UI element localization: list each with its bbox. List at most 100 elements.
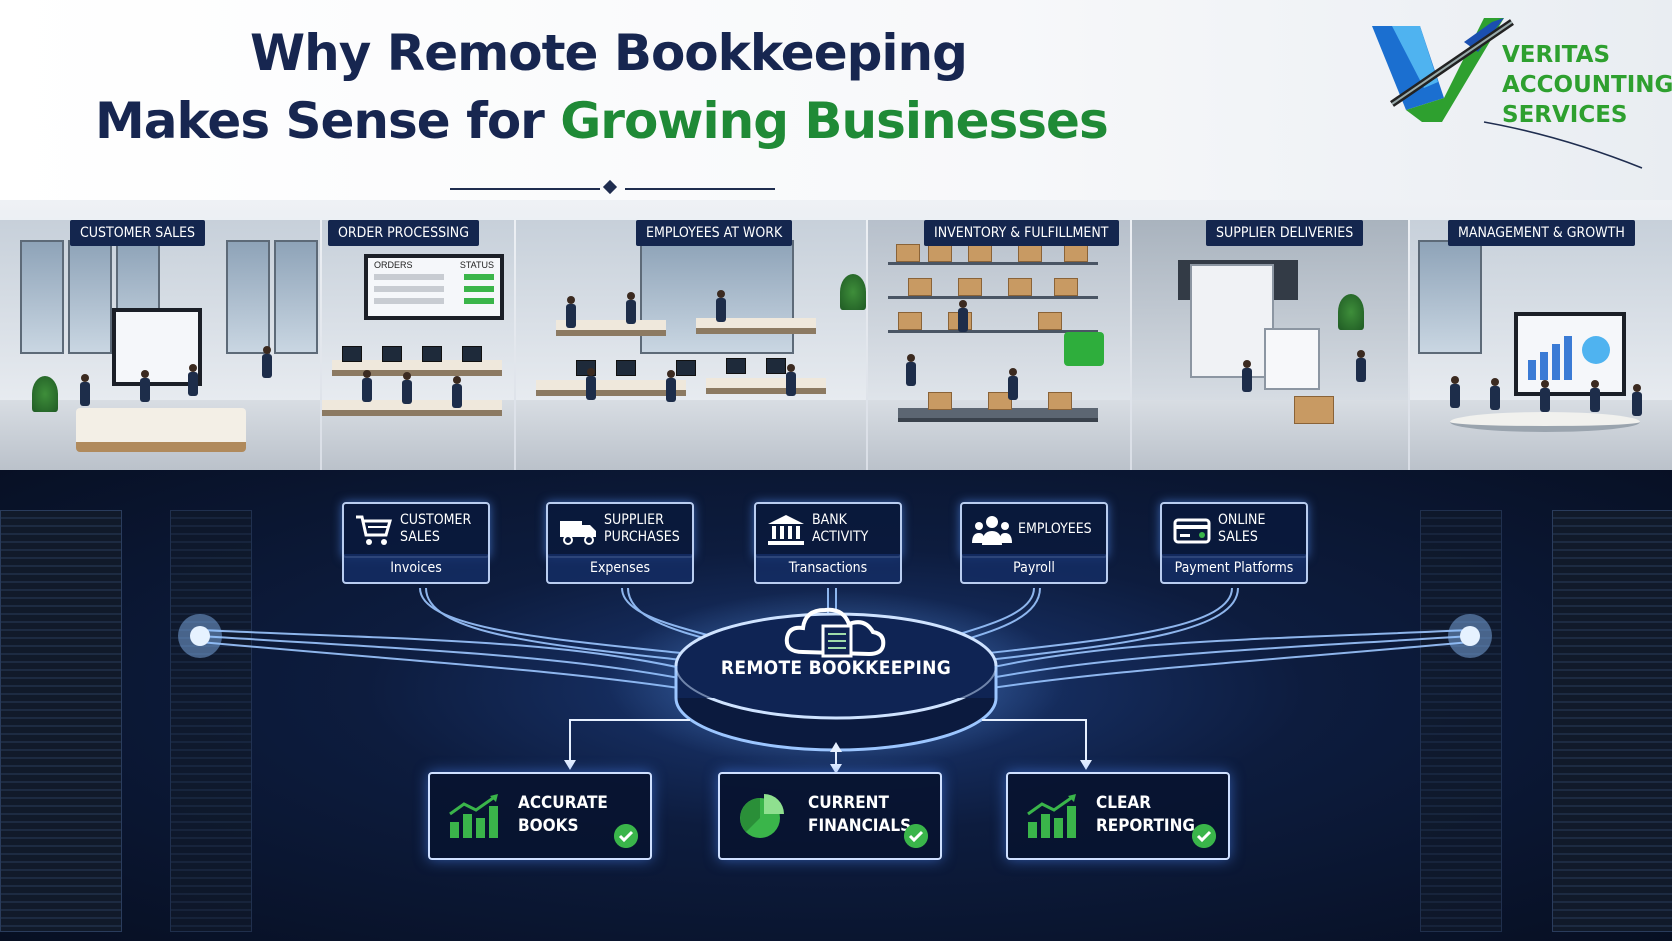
zone-label-customer-sales: CUSTOMER SALES (70, 220, 206, 246)
desk-row (332, 360, 502, 376)
box (988, 392, 1012, 410)
person (566, 296, 576, 328)
zone-label-order-processing: ORDER PROCESSING (328, 220, 479, 246)
server-rack-right (1420, 510, 1502, 932)
window (1418, 240, 1482, 354)
status-column-label: STATUS (459, 260, 494, 270)
sales-display (112, 308, 202, 386)
shelf (888, 330, 1098, 333)
person (140, 370, 150, 402)
person (786, 364, 796, 396)
source-title: EMPLOYEES (1018, 521, 1092, 537)
box (1048, 392, 1072, 410)
title-highlight: Growing Businesses (560, 92, 1108, 150)
person (362, 370, 372, 402)
monitor (676, 360, 696, 376)
source-card-employees: EMPLOYEES Payroll (960, 502, 1108, 584)
box (898, 312, 922, 330)
divider-diamond (602, 179, 618, 195)
source-subtitle: Payroll (1013, 560, 1055, 576)
meeting-table (1450, 412, 1640, 432)
conveyor-belt (898, 408, 1098, 422)
zone-label-employees-at-work: EMPLOYEES AT WORK (636, 220, 793, 246)
box (928, 392, 952, 410)
logo-line2: ACCOUNTING (1502, 72, 1672, 98)
box (968, 244, 992, 262)
window (226, 240, 270, 354)
plant (32, 376, 58, 412)
check-icon (614, 824, 638, 848)
data-flow-lines (178, 587, 1492, 774)
orders-column-label: ORDERS (374, 260, 413, 270)
truck-trailer (1190, 264, 1274, 378)
monitor (616, 360, 636, 376)
logo-text: VERITAS ACCOUNTING SERVICES (1502, 40, 1672, 130)
hub-label: REMOTE BOOKKEEPING (720, 657, 952, 679)
bar-chart-growth-icon (1027, 794, 1076, 838)
source-subtitle: Invoices (390, 560, 442, 576)
desk-row (706, 378, 826, 394)
plant (840, 274, 866, 310)
desk-row (696, 318, 816, 334)
growth-chart-display (1514, 312, 1626, 396)
window (68, 240, 112, 354)
monitor (382, 346, 402, 362)
cloud-ledger-icon (784, 607, 886, 658)
person (80, 374, 90, 406)
bar-chart-growth-icon (449, 794, 498, 838)
divider-line-left (450, 188, 600, 190)
logo-line3: SERVICES (1502, 102, 1628, 128)
box (958, 278, 982, 296)
pie-chart-icon (740, 794, 784, 838)
forklift (1064, 332, 1104, 366)
box (1038, 312, 1062, 330)
zone-order-processing: ORDERS STATUS ORDER PROCESSING (322, 200, 514, 500)
page-title-line2: Makes Sense for Growing Businesses (95, 92, 1109, 150)
source-subtitle: Payment Platforms (1174, 560, 1294, 576)
box (928, 244, 952, 262)
truck-cab (1264, 328, 1320, 390)
person (262, 346, 272, 378)
person (1356, 350, 1366, 382)
server-rack-left (0, 510, 122, 932)
growth-chart-icon (1528, 336, 1610, 380)
sales-counter (76, 408, 246, 452)
zone-supplier-deliveries: SUPPLIER DELIVERIES (1132, 200, 1408, 500)
monitor (726, 358, 746, 374)
logo-line1: VERITAS (1502, 42, 1611, 68)
shopping-cart-icon (356, 515, 392, 545)
shelf (888, 262, 1098, 265)
monitor (422, 346, 442, 362)
box (1018, 244, 1042, 262)
check-icon (904, 824, 928, 848)
desk-row (322, 400, 502, 416)
page-title-line1: Why Remote Bookkeeping (250, 24, 968, 82)
person (626, 292, 636, 324)
v-checkmark-pen-logo-icon (1372, 18, 1643, 169)
box (1008, 278, 1032, 296)
box (1054, 278, 1078, 296)
shelf (888, 296, 1098, 299)
zone-label-management-growth: MANAGEMENT & GROWTH (1448, 220, 1635, 246)
divider-line-right (625, 188, 775, 190)
bank-building-icon (768, 515, 804, 545)
person (1242, 360, 1252, 392)
source-subtitle: Expenses (589, 560, 651, 576)
server-rack-right (1552, 510, 1672, 932)
desk-row (536, 380, 686, 396)
zone-label-supplier-deliveries: SUPPLIER DELIVERIES (1206, 220, 1364, 246)
monitor (342, 346, 362, 362)
plant (1338, 294, 1364, 330)
zone-employees-at-work: EMPLOYEES AT WORK (516, 200, 866, 500)
